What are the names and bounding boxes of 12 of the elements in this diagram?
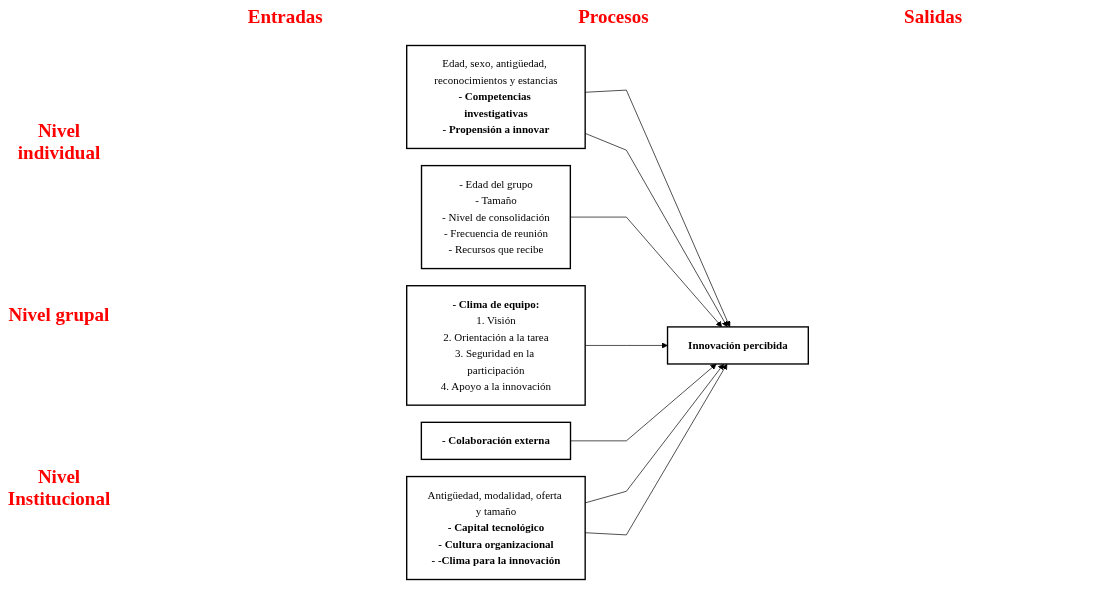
row-heading: Nivel Institucional	[6, 466, 112, 510]
node-box: - Clima de equipo: 1. Visión 2. Orientación a la tarea 3. Seguridad en la participación 4. Apoyo a la innovación	[406, 285, 586, 406]
row-heading: Nivel individual	[16, 120, 102, 164]
column-heading: Salidas	[904, 6, 963, 29]
column-heading: Procesos	[578, 6, 649, 29]
node-box: - Edad del grupo - Tamaño - Nivel de consolidación - Frecuencia de reunión - Recursos que recibe	[420, 164, 572, 270]
node-box: Innovación percibida	[666, 326, 809, 365]
node-box: Antigüedad, modalidad, oferta y tamaño - Capital tecnológico - Cultura organizacional - -Clima para la innovación	[406, 475, 586, 581]
column-heading: Entradas	[247, 6, 323, 29]
row-heading: Nivel grupal	[8, 304, 110, 326]
node-box: Edad, sexo, antigüedad, reconocimientos y estancias - Competencias investigativas - Propensión a innovar	[406, 44, 586, 150]
node-box: - Colaboración externa	[420, 421, 572, 461]
